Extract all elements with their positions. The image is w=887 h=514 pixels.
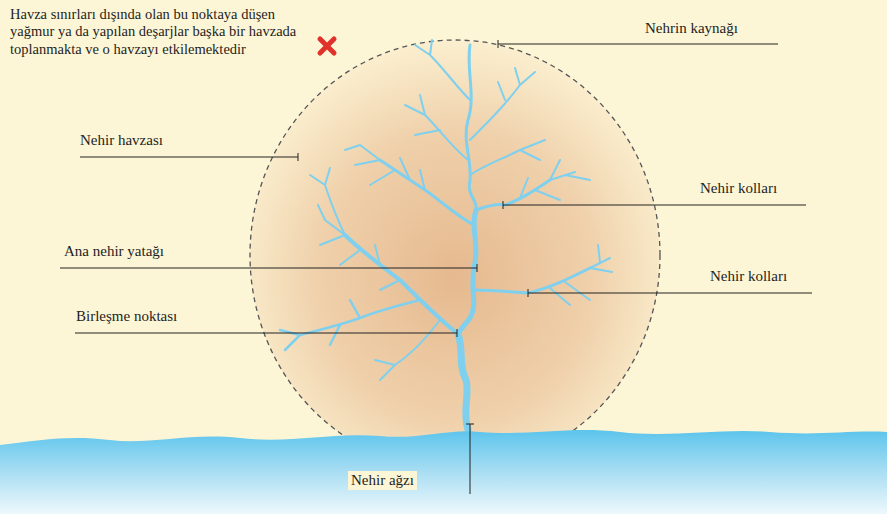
river-mouth-label: Nehir ağzı [348, 471, 417, 490]
outside-point-mark [316, 35, 338, 57]
leader-lines [60, 40, 812, 494]
river-network [280, 40, 612, 430]
tributary-label: Nehir kolları [710, 268, 787, 285]
basin-label: Nehir havzası [80, 132, 163, 149]
main-channel-label: Ana nehir yatağı [64, 243, 164, 260]
tributary-label: Nehir kolları [700, 180, 777, 197]
outside-basin-note: Havza sınırları dışında olan bu noktaya … [10, 6, 310, 58]
basin-area [250, 40, 660, 470]
sea [0, 430, 887, 514]
basin-boundary [250, 40, 660, 470]
confluence-label: Birleşme noktası [76, 308, 177, 325]
source-label: Nehrin kaynağı [645, 20, 738, 37]
